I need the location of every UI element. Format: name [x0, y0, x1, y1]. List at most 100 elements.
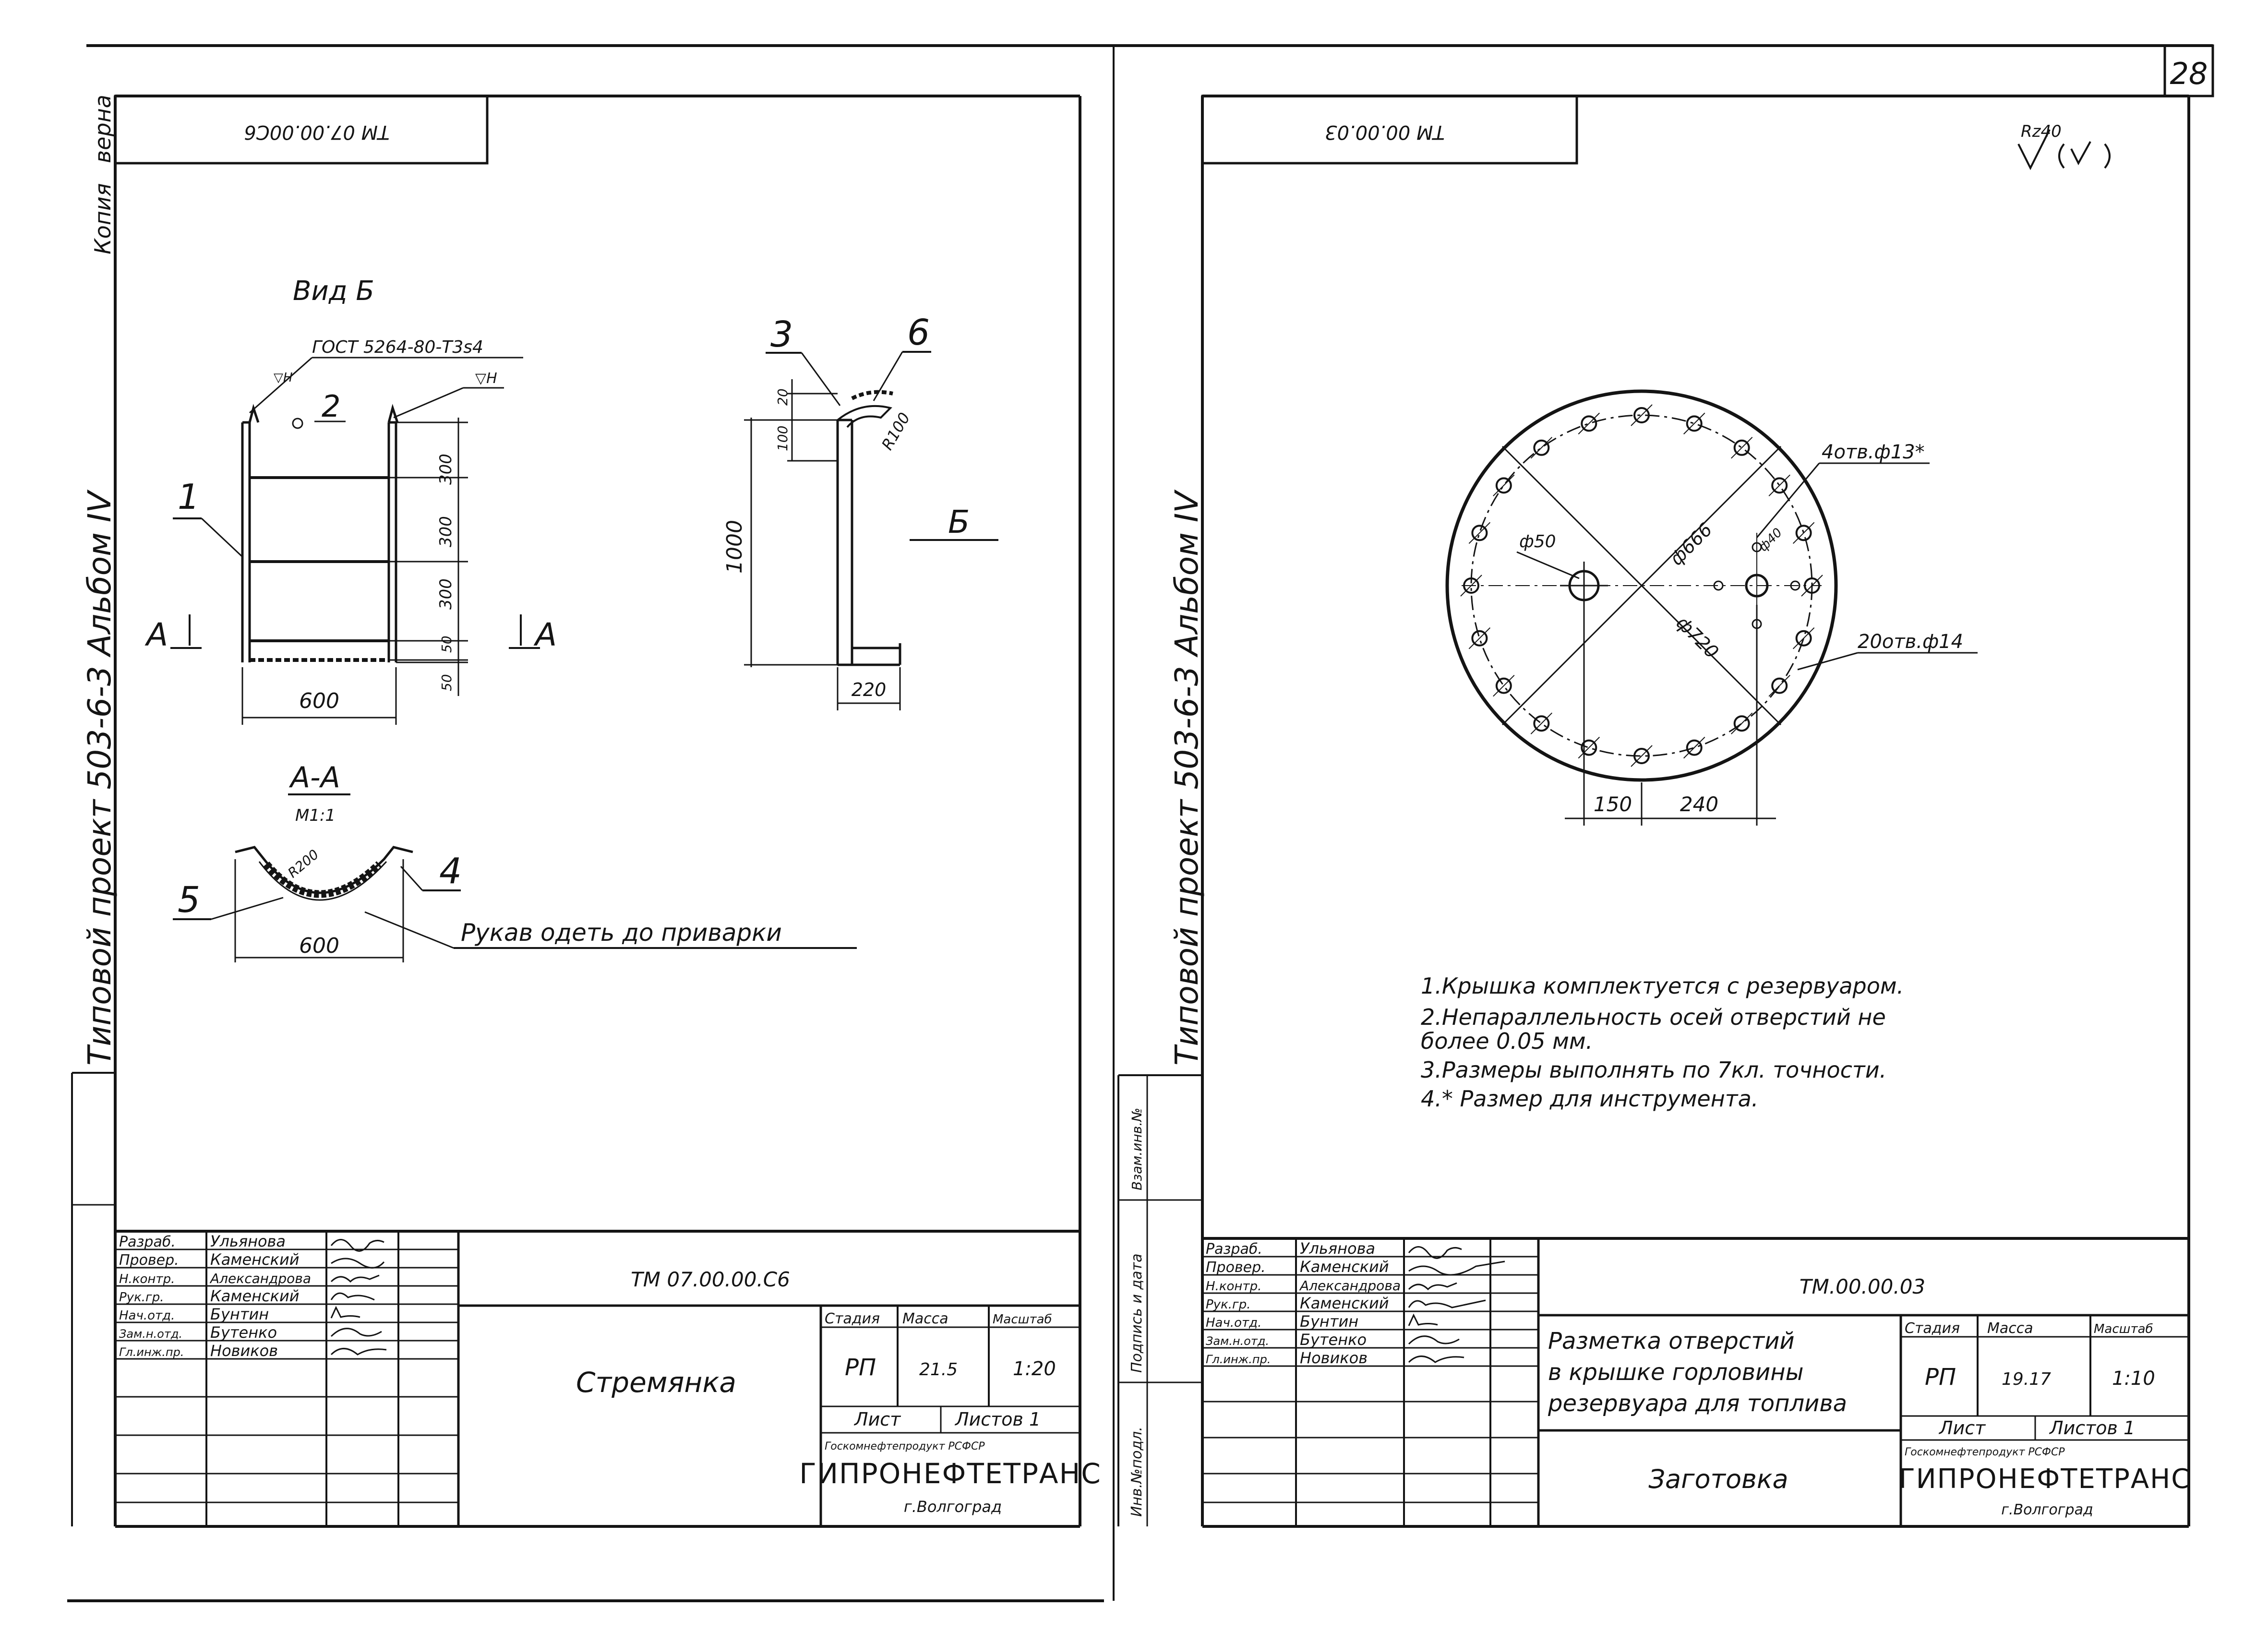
left-doc-code: ТМ 07.00.00.С6	[631, 1268, 790, 1291]
bolt-hole-mark	[1578, 412, 1600, 435]
bolt-hole-mark	[1768, 474, 1790, 497]
section-a-a: А-А М1:1 R200 5 4 Рукав одеть до приварк…	[173, 761, 857, 962]
right-doc-code: ТМ.00.00.03	[1800, 1275, 1925, 1298]
left-role-1: Разраб.	[119, 1234, 176, 1250]
right-role-4: Рук.гр.	[1206, 1297, 1250, 1312]
right-signatures	[1408, 1246, 1505, 1363]
note-1: 1.Крышка комплектуется с резервуаром.	[1421, 973, 1904, 999]
page-frame	[67, 44, 2213, 1602]
sleeve-note: Рукав одеть до приварки	[461, 919, 782, 947]
right-role-6: Зам.н.отд.	[1206, 1334, 1269, 1348]
bolt-hole	[1795, 630, 1812, 647]
left-mass: 21.5	[919, 1360, 958, 1380]
right-role-3: Н.контр.	[1206, 1279, 1261, 1294]
dim-50-a: 50	[439, 636, 455, 653]
dim-240: 240	[1680, 792, 1718, 816]
bolt-hole-mark	[1578, 736, 1600, 759]
section-scale: М1:1	[295, 806, 336, 825]
right-rotated-doc-code: ТМ 00.00.03	[1325, 121, 1445, 143]
left-project-stamp: Типовой проект 503-6-3 Альбом IV	[81, 490, 118, 1066]
right-product-name-3: резервуара для топлива	[1548, 1390, 1847, 1417]
right-name-3: Александрова	[1299, 1278, 1401, 1294]
left-name-6: Бутенко	[210, 1323, 277, 1342]
section-mark-a-left: А	[144, 616, 168, 653]
bolt-hole-mark	[1468, 627, 1491, 649]
bolt-hole	[1495, 477, 1512, 494]
note-3: 3.Размеры выполнять по 7кл. точности.	[1421, 1057, 1886, 1083]
bolt-hole-mark	[1468, 522, 1491, 544]
left-org: ГИПРОНЕФТЕТРАНС	[799, 1457, 1101, 1490]
note-2: 2.Непараллельность осей отверстий не	[1421, 1004, 1886, 1030]
note-2-cont: более 0.05 мм.	[1421, 1028, 1593, 1054]
callout-4: 4	[439, 851, 462, 892]
dim-220-side: 220	[852, 679, 887, 700]
left-role-5: Нач.отд.	[119, 1308, 175, 1323]
view-b-title: Вид Б	[293, 276, 374, 307]
callout-1: 1	[178, 477, 200, 517]
right-col-scale: Масштаб	[2094, 1322, 2153, 1336]
right-name-2: Каменский	[1300, 1258, 1389, 1276]
right-role-2: Провер.	[1206, 1259, 1266, 1276]
right-org: ГИПРОНЕФТЕТРАНС	[1899, 1464, 2191, 1495]
right-name-4: Каменский	[1300, 1294, 1389, 1312]
bolt-holes	[1460, 404, 1823, 767]
left-scale: 1:20	[1013, 1358, 1056, 1380]
page-number: 28	[2170, 56, 2208, 91]
bolt-hole-mark	[1801, 575, 1823, 597]
bolt-hole	[1533, 439, 1550, 456]
right-city: г.Волгоград	[2001, 1501, 2093, 1518]
left-title-block: Разраб. Провер. Н.контр. Рук.гр. Нач.отд…	[115, 1230, 1101, 1526]
left-product-name: Стремянка	[576, 1366, 736, 1399]
stamp-podpis: Подпись и дата	[1128, 1254, 1145, 1373]
dim-1000-side: 1000	[722, 520, 747, 574]
right-project-stamp: Типовой проект 503-6-3 Альбом IV	[1168, 490, 1205, 1066]
bolt-hole-mark	[1730, 712, 1753, 734]
dim-50-b: 50	[439, 674, 455, 691]
view-b: Вид Б ГОСТ 5264-80-Т3s4 ▽Н ▽Н 2 1	[144, 276, 557, 725]
left-name-3: Александрова	[209, 1271, 311, 1286]
note-4: 4.* Размер для инструмента.	[1421, 1086, 1758, 1112]
bolt-hole	[1463, 577, 1479, 594]
right-name-1: Ульянова	[1300, 1239, 1375, 1258]
left-name-7: Новиков	[210, 1342, 278, 1360]
technical-notes: 1.Крышка комплектуется с резервуаром. 2.…	[1421, 973, 1904, 1112]
bolt-hole-mark	[1493, 474, 1515, 497]
dim-r200-section: R200	[285, 846, 322, 881]
bolt-hole	[1686, 739, 1703, 756]
bolt-hole	[1795, 525, 1812, 541]
bolt-hole-mark	[1792, 522, 1815, 544]
bolt-hole-mark	[1631, 404, 1653, 426]
bolt-hole-mark	[1530, 437, 1553, 459]
right-role-1: Разраб.	[1206, 1241, 1262, 1258]
bolt-hole-mark	[1730, 437, 1753, 459]
bolt-hole-mark	[1530, 712, 1553, 734]
left-name-1: Ульянова	[210, 1232, 286, 1250]
right-mass: 19.17	[2002, 1369, 2051, 1389]
stamp-kopiya: Копия	[90, 183, 116, 254]
label-holes-13: 4отв.ф13*	[1822, 441, 1925, 463]
bolt-hole	[1733, 439, 1750, 456]
left-role-4: Рук.гр.	[119, 1290, 164, 1305]
stamp-verna: верна	[90, 95, 116, 163]
left-role-7: Гл.инж.пр.	[119, 1345, 184, 1359]
right-org-small: Госкомнефтепродукт РСФСР	[1905, 1446, 2065, 1458]
right-role-5: Нач.отд.	[1206, 1316, 1261, 1330]
flange-drawing: 4отв.ф13* 20отв.ф14 ф666 ф720 ф50 ф40 15…	[1445, 389, 1978, 826]
label-d720: ф720	[1672, 612, 1723, 662]
bolt-hole-mark	[1768, 674, 1790, 697]
bolt-hole	[1471, 630, 1488, 647]
right-product-name-2: в крышке горловины	[1548, 1359, 1803, 1386]
bolt-hole-mark	[1631, 745, 1653, 767]
bolt-hole-mark	[1683, 412, 1705, 435]
right-scale: 1:10	[2112, 1368, 2155, 1390]
callout-6: 6	[907, 312, 930, 353]
left-rotated-doc-code: ТМ 07.00.00С6	[244, 121, 389, 143]
left-sheet-frame	[71, 95, 1081, 1528]
bolt-hole-mark	[1792, 627, 1815, 649]
left-col-scale: Масштаб	[993, 1312, 1052, 1327]
label-holes-14: 20отв.ф14	[1858, 631, 1963, 653]
stamp-vzam-inv: Взам.инв.№	[1129, 1108, 1145, 1190]
dim-300-c: 300	[436, 578, 456, 610]
dim-150: 150	[1594, 792, 1632, 816]
left-stage: РП	[845, 1354, 876, 1381]
